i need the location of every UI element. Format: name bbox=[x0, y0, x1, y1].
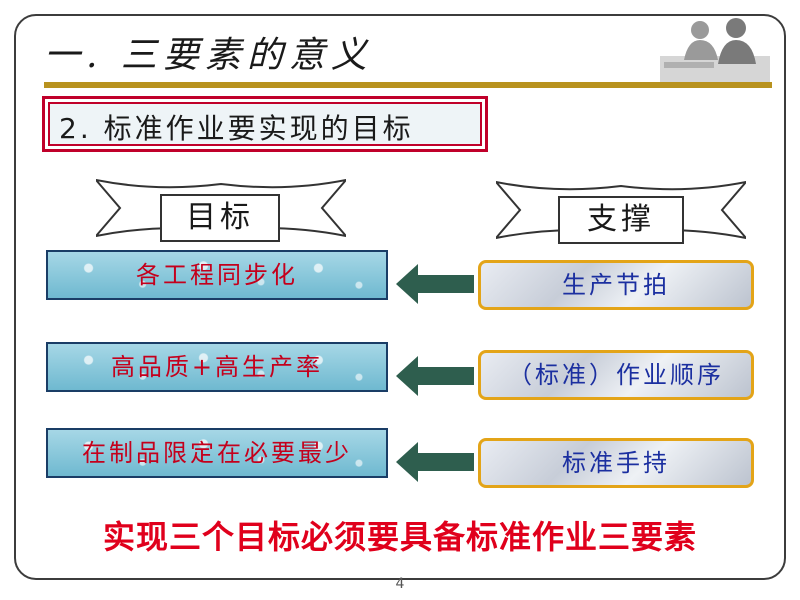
subtitle-box: 2. 标准作业要实现的目标 bbox=[42, 96, 488, 152]
header-divider bbox=[44, 82, 772, 88]
support-box-3: 标准手持 bbox=[478, 438, 754, 488]
conclusion-text: 实现三个目标必须要具备标准作业三要素 bbox=[102, 518, 697, 556]
left-arrow-icon bbox=[396, 356, 474, 396]
subtitle-text: 2. 标准作业要实现的目标 bbox=[59, 112, 414, 145]
support-box-1: 生产节拍 bbox=[478, 260, 754, 310]
goal-box-3: 在制品限定在必要最少 bbox=[46, 428, 388, 478]
left-arrow-icon bbox=[396, 264, 474, 304]
support-column-label: 支撑 bbox=[558, 196, 684, 244]
support-box-2: （标准）作业顺序 bbox=[478, 350, 754, 400]
left-arrow-icon bbox=[396, 442, 474, 482]
goal-box-2: 高品质+高生产率 bbox=[46, 342, 388, 392]
goal-box-1: 各工程同步化 bbox=[46, 250, 388, 300]
goal-column-label: 目标 bbox=[160, 194, 280, 242]
page-title: 一. 三要素的意义 bbox=[44, 35, 373, 76]
page-number: 4 bbox=[395, 576, 405, 592]
business-people-icon bbox=[660, 18, 770, 82]
